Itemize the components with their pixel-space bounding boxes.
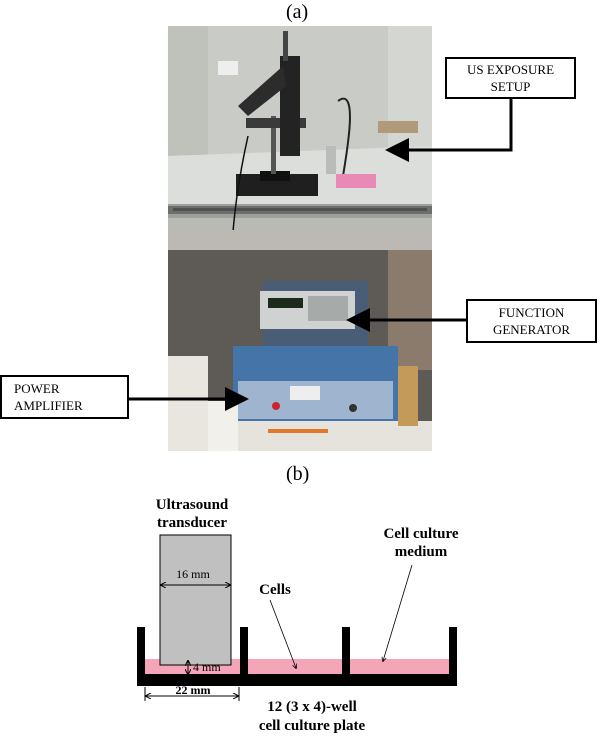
lab-setup-photo <box>168 26 432 451</box>
dim-transducer-width: 16 mm <box>176 567 210 581</box>
us-exposure-setup-callout: US EXPOSURE SETUP <box>445 57 576 99</box>
cells-label: Cells <box>259 582 291 598</box>
culture-plate <box>137 627 457 686</box>
plate-label-line2: cell culture plate <box>259 718 366 734</box>
panel-a-arrows <box>129 99 513 411</box>
ultrasound-transducer <box>159 534 232 666</box>
dim-medium-height: 4 mm <box>193 660 221 674</box>
power-amplifier-callout: POWER AMPLIFIER <box>0 375 129 419</box>
transducer-label-line2: transducer <box>157 515 227 531</box>
medium-label-line2: medium <box>395 544 448 560</box>
medium-label-line1: Cell culture <box>383 526 458 542</box>
transducer-label-line1: Ultrasound <box>156 497 229 513</box>
dim-well-width: 22 mm <box>176 683 211 697</box>
panel-a-label: (a) <box>286 1 309 23</box>
function-generator-callout: FUNCTION GENERATOR <box>466 299 597 343</box>
plate-label-line1: 12 (3 x 4)-well <box>267 699 357 715</box>
well-plate-schematic: 16 mm 4 mm 22 mm Ultrasound transducer C… <box>137 497 459 734</box>
panel-b-label: (b) <box>286 463 310 485</box>
